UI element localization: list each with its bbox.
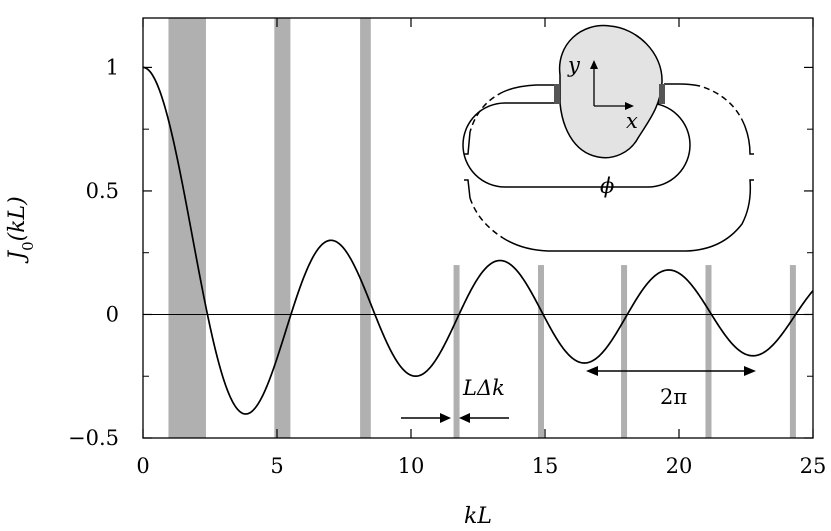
shaded-band-short-4 (789, 265, 796, 438)
period-arrowhead-left (586, 366, 598, 376)
y-tick-label: 1 (106, 55, 119, 79)
x-tick-label: 25 (800, 454, 827, 478)
shaded-band-short-1 (537, 265, 544, 438)
inset-y-arrowhead (590, 60, 598, 69)
shaded-bands (168, 18, 796, 438)
x-tick-label: 10 (398, 454, 425, 478)
shaded-band-short-2 (621, 265, 628, 438)
inset-inner-loop (462, 102, 691, 188)
shaded-band-full-0 (168, 18, 206, 438)
shaded-band-full-1 (274, 18, 291, 438)
period-label: 2π (660, 385, 687, 409)
inset-outer-stub-right (743, 123, 754, 155)
axis-ticks (142, 18, 814, 439)
shaded-band-short-3 (705, 265, 712, 438)
inset-left-contact (554, 84, 560, 104)
inset-outer-arc-right (664, 83, 701, 87)
inset-outer-arc-bottom (502, 179, 754, 252)
x-tick-label: 15 (532, 454, 559, 478)
inset-outer-dashed-right (699, 85, 745, 125)
period-arrowhead-right (744, 366, 756, 376)
inset-billiard-shape (558, 24, 663, 159)
x-tick-label: 0 (136, 454, 149, 478)
inset-outer-arc-left (502, 84, 558, 93)
inset-x-arrowhead (625, 102, 634, 110)
inset-diagram: y x ϕ (462, 24, 754, 252)
plot-frame (142, 17, 814, 439)
delta-k-arrowhead-left (440, 413, 451, 423)
delta-k-label: LΔk (462, 376, 505, 400)
delta-k-arrowhead-right (459, 413, 470, 423)
y-tick-label: 0.5 (86, 179, 119, 203)
inset-outer-dashed-lower-left (469, 197, 504, 239)
annotations: LΔk 2π (401, 366, 756, 423)
tick-labels: 0 5 10 15 20 25 1 0.5 0 −0.5 (68, 55, 826, 478)
inset-outer-dashed-left (469, 91, 504, 133)
inset-y-label: y (567, 53, 581, 77)
inset-outer-stub-left (464, 131, 471, 155)
x-tick-label: 20 (666, 454, 693, 478)
inset-x-label: x (626, 109, 638, 133)
y-axis-title: J0(kL) (5, 196, 37, 263)
bessel-j0-curve (142, 66, 814, 415)
inset-right-contact (659, 84, 665, 104)
shaded-band-short-0 (453, 265, 460, 438)
shaded-band-full-2 (360, 18, 371, 438)
x-tick-label: 5 (270, 454, 283, 478)
x-axis-title: kL (464, 504, 492, 529)
inset-outer-stub-left-lower (464, 179, 471, 199)
y-tick-label: −0.5 (68, 426, 119, 450)
inset-phi-label: ϕ (600, 174, 614, 198)
y-tick-label: 0 (106, 302, 119, 326)
